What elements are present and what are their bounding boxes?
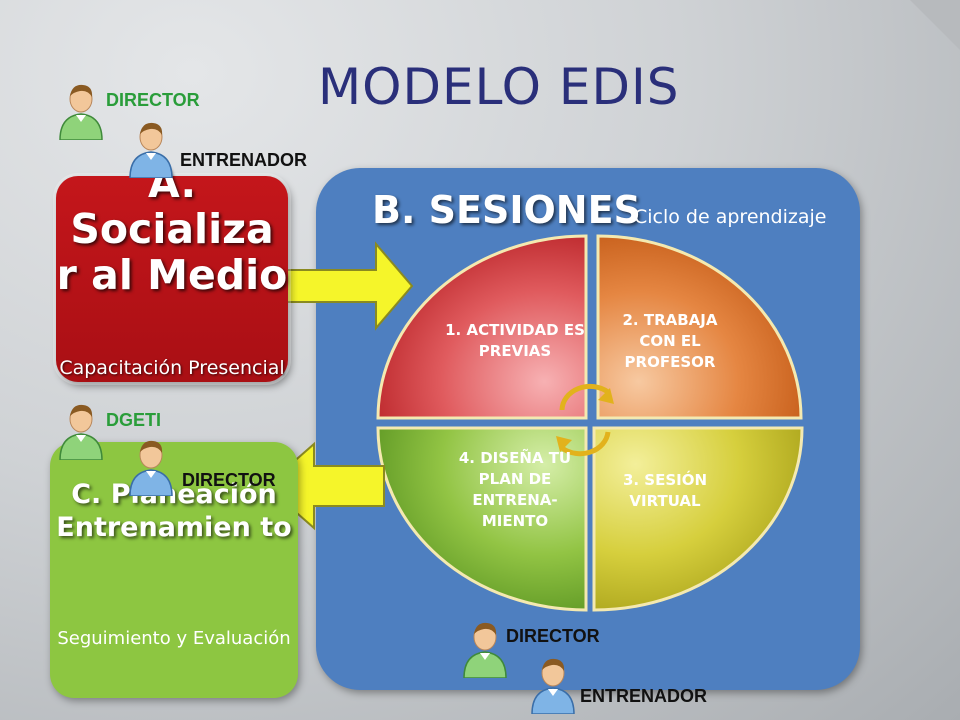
quadrant-3-label: 3. SESIÓN VIRTUAL: [622, 471, 708, 510]
person-icon: [531, 658, 575, 714]
person-icon: [129, 440, 173, 496]
box-a-subtitle: Capacitación Presencial: [59, 357, 285, 379]
role-label-dgeti: DGETI: [106, 410, 162, 430]
person-icon: [59, 84, 103, 140]
sessions-subtitle: Ciclo de aprendizaje: [634, 206, 827, 228]
role-label-director: DIRECTOR: [182, 470, 276, 490]
quadrant-4-shape: [376, 426, 588, 612]
quadrant-1-shape: [376, 234, 588, 420]
box-c-planeacion: [50, 442, 298, 698]
quadrant-4-label: 4. DISEÑA TU PLAN DE ENTRENA- MIENTO: [458, 449, 572, 530]
box-c-title: C. Planeación Entrenamien to: [56, 479, 292, 543]
page-corner-fold: [910, 0, 960, 50]
person-icon: [463, 622, 507, 678]
role-label-entrenador: ENTRENADOR: [180, 150, 308, 170]
person-icon: [59, 404, 103, 460]
role-label-director: DIRECTOR: [506, 626, 600, 646]
arrow-right-icon: [275, 241, 414, 331]
box-a-socializar: [56, 176, 288, 382]
page-title: MODELO EDIS: [318, 58, 680, 116]
role-label-director: DIRECTOR: [106, 90, 200, 110]
cycle-icon: [556, 383, 614, 457]
quadrant-2-label: 2. TRABAJA CON EL PROFESOR: [622, 311, 718, 371]
quadrant-2-shape: [596, 234, 803, 420]
role-label-entrenador: ENTRENADOR: [580, 686, 708, 706]
sessions-title: B. SESIONES: [372, 188, 641, 232]
person-icon: [129, 122, 173, 178]
quadrant-3-shape: [592, 426, 804, 612]
quadrant-1-label: 1. ACTIVIDAD ES PREVIAS: [445, 321, 585, 360]
box-c-subtitle: Seguimiento y Evaluación: [57, 628, 291, 649]
box-a-title: A. Socializa r al Medio: [56, 159, 288, 299]
